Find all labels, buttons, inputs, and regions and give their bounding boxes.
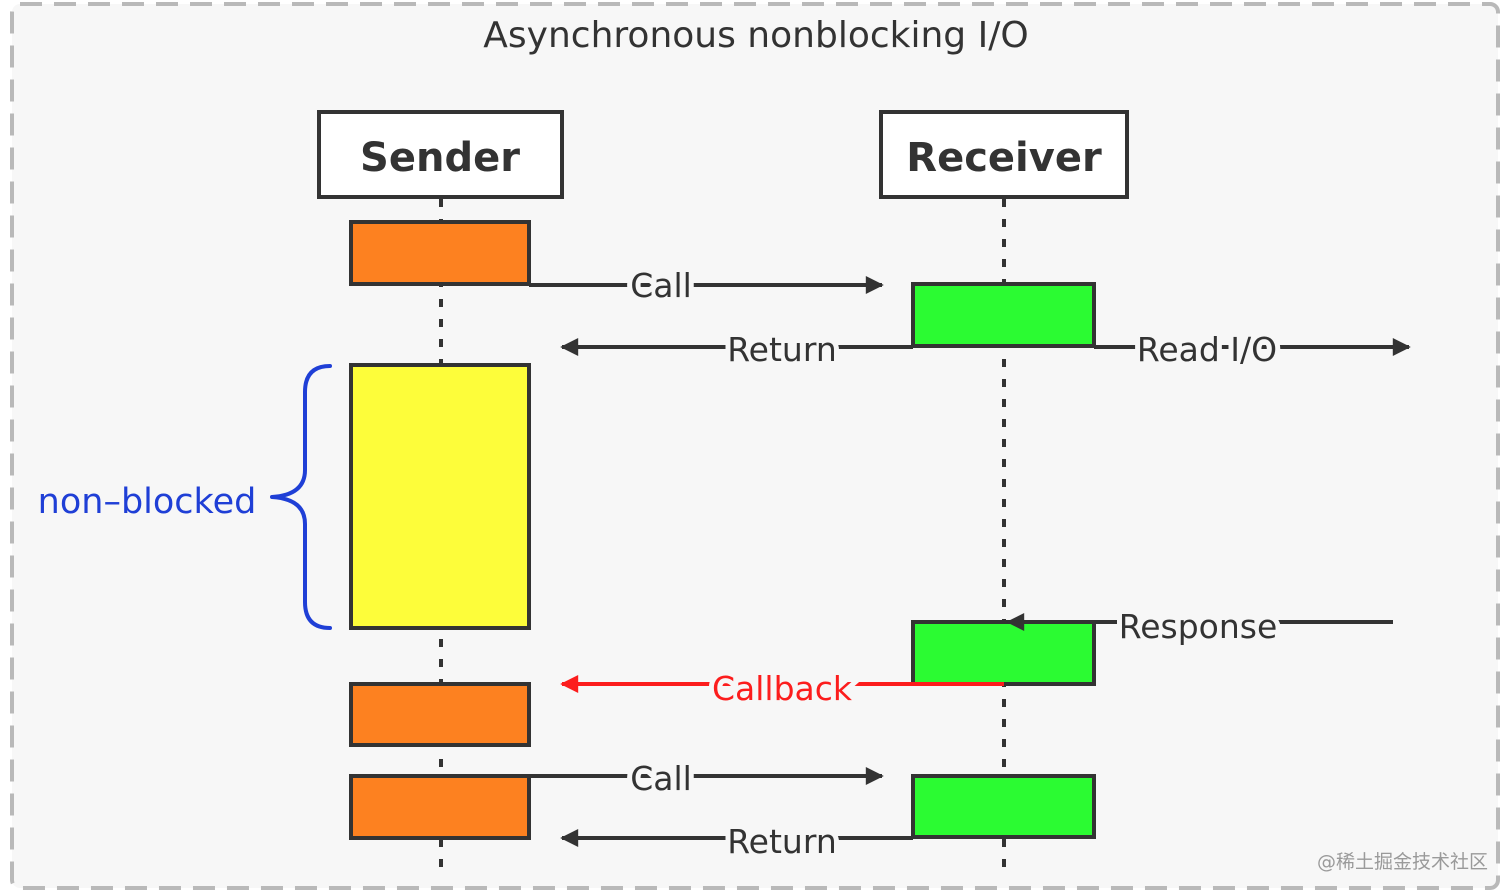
receiver-label: Receiver bbox=[906, 135, 1102, 181]
return-label: Return bbox=[727, 330, 837, 369]
non-blocked-brace bbox=[270, 364, 332, 630]
sender-activation-call-2 bbox=[349, 774, 531, 840]
receiver-activation-call-2 bbox=[911, 774, 1096, 839]
diagram-title: Asynchronous nonblocking I/O bbox=[483, 15, 1028, 56]
watermark: @稀土掘金技术社区 bbox=[1317, 851, 1488, 873]
return-label-2: Return bbox=[727, 822, 837, 861]
sender-nonblocked-activation bbox=[349, 363, 531, 630]
sender-activation-call bbox=[349, 220, 531, 286]
receiver-activation-call bbox=[911, 282, 1096, 348]
receiver-activation-response bbox=[911, 620, 1096, 686]
receiver-box bbox=[879, 110, 1129, 199]
sender-label: Sender bbox=[360, 135, 520, 181]
non-blocked-label: non–blocked bbox=[38, 482, 257, 522]
call-label-2: Call bbox=[630, 759, 692, 798]
diagram-frame bbox=[10, 2, 1500, 890]
callback-label: Callback bbox=[712, 669, 853, 708]
call-label: Call bbox=[630, 266, 692, 305]
read-io-label: Read I/O bbox=[1137, 330, 1277, 369]
response-label: Response bbox=[1119, 607, 1278, 646]
sender-activation-callback bbox=[349, 682, 531, 747]
sender-box bbox=[317, 110, 564, 199]
